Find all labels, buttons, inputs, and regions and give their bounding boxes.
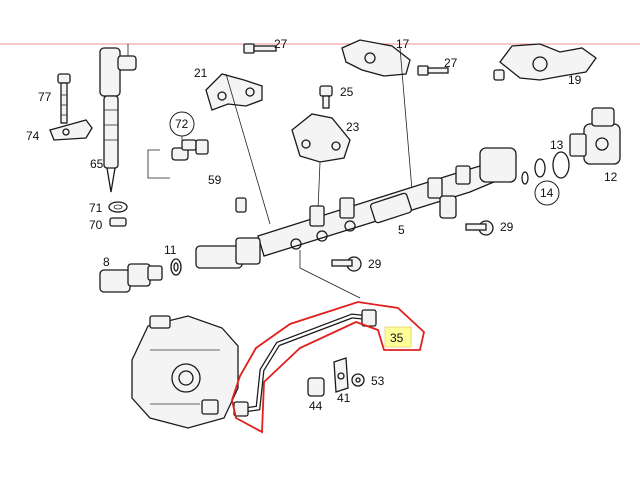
top-border-area <box>0 0 640 38</box>
callout-27a: 27 <box>274 37 288 51</box>
o-rings-13 <box>521 151 570 185</box>
callout-8: 8 <box>103 255 110 269</box>
washer-71 <box>108 201 128 213</box>
callout-74: 74 <box>26 129 40 143</box>
callout-5: 5 <box>398 223 405 237</box>
washer-11 <box>170 258 182 276</box>
callout-19: 19 <box>568 73 582 87</box>
seal-70 <box>109 217 127 227</box>
callout-53: 53 <box>371 374 385 388</box>
callout-70: 70 <box>89 218 103 232</box>
pressure-regulator-12 <box>569 107 621 165</box>
callout-13: 13 <box>550 138 564 152</box>
callout-23: 23 <box>346 120 360 134</box>
callout-11: 11 <box>164 243 177 257</box>
callout-12: 12 <box>604 170 618 184</box>
bolt-77 <box>57 73 71 124</box>
bracket-23 <box>291 113 351 211</box>
callout-59: 59 <box>208 173 222 187</box>
bracket-21 <box>205 73 271 225</box>
sensor-19 <box>493 43 597 81</box>
callout-41: 41 <box>337 391 351 405</box>
rail-end-fitting <box>195 237 261 269</box>
callout-65: 65 <box>90 157 104 171</box>
callout-35: 35 <box>390 331 404 345</box>
callout-72: 72 <box>175 117 189 131</box>
callout-29a: 29 <box>500 220 514 234</box>
bolt-27a <box>243 43 277 54</box>
callout-circle-14 <box>534 180 560 206</box>
callout-25: 25 <box>340 85 354 99</box>
nut-53 <box>351 373 365 387</box>
callout-77: 77 <box>38 90 52 104</box>
fuel-rail-5 <box>257 147 517 299</box>
high-pressure-pipe-35 <box>233 309 377 417</box>
callout-17: 17 <box>396 37 410 51</box>
bolt-27b <box>417 65 449 76</box>
callout-14: 14 <box>540 186 554 200</box>
leakoff-pipe-59 <box>195 139 249 213</box>
callout-29b: 29 <box>368 257 382 271</box>
highlight-outline <box>231 301 425 434</box>
fitting-72 <box>147 111 197 179</box>
callout-44: 44 <box>309 399 323 413</box>
callout-27b: 27 <box>444 56 458 70</box>
callout-21: 21 <box>194 66 208 80</box>
high-pressure-pump <box>131 315 239 429</box>
clip-44 <box>307 377 325 397</box>
clamp-74 <box>49 119 93 141</box>
bolt-29a <box>465 220 494 236</box>
bolt-29b <box>331 256 362 272</box>
bracket-17 <box>341 39 413 191</box>
sensor-8 <box>99 263 163 293</box>
highlight-label-box <box>384 326 412 348</box>
bolt-25 <box>319 85 333 109</box>
clip-41 <box>333 357 349 393</box>
callout-71: 71 <box>89 201 103 215</box>
injector-part <box>99 44 137 193</box>
